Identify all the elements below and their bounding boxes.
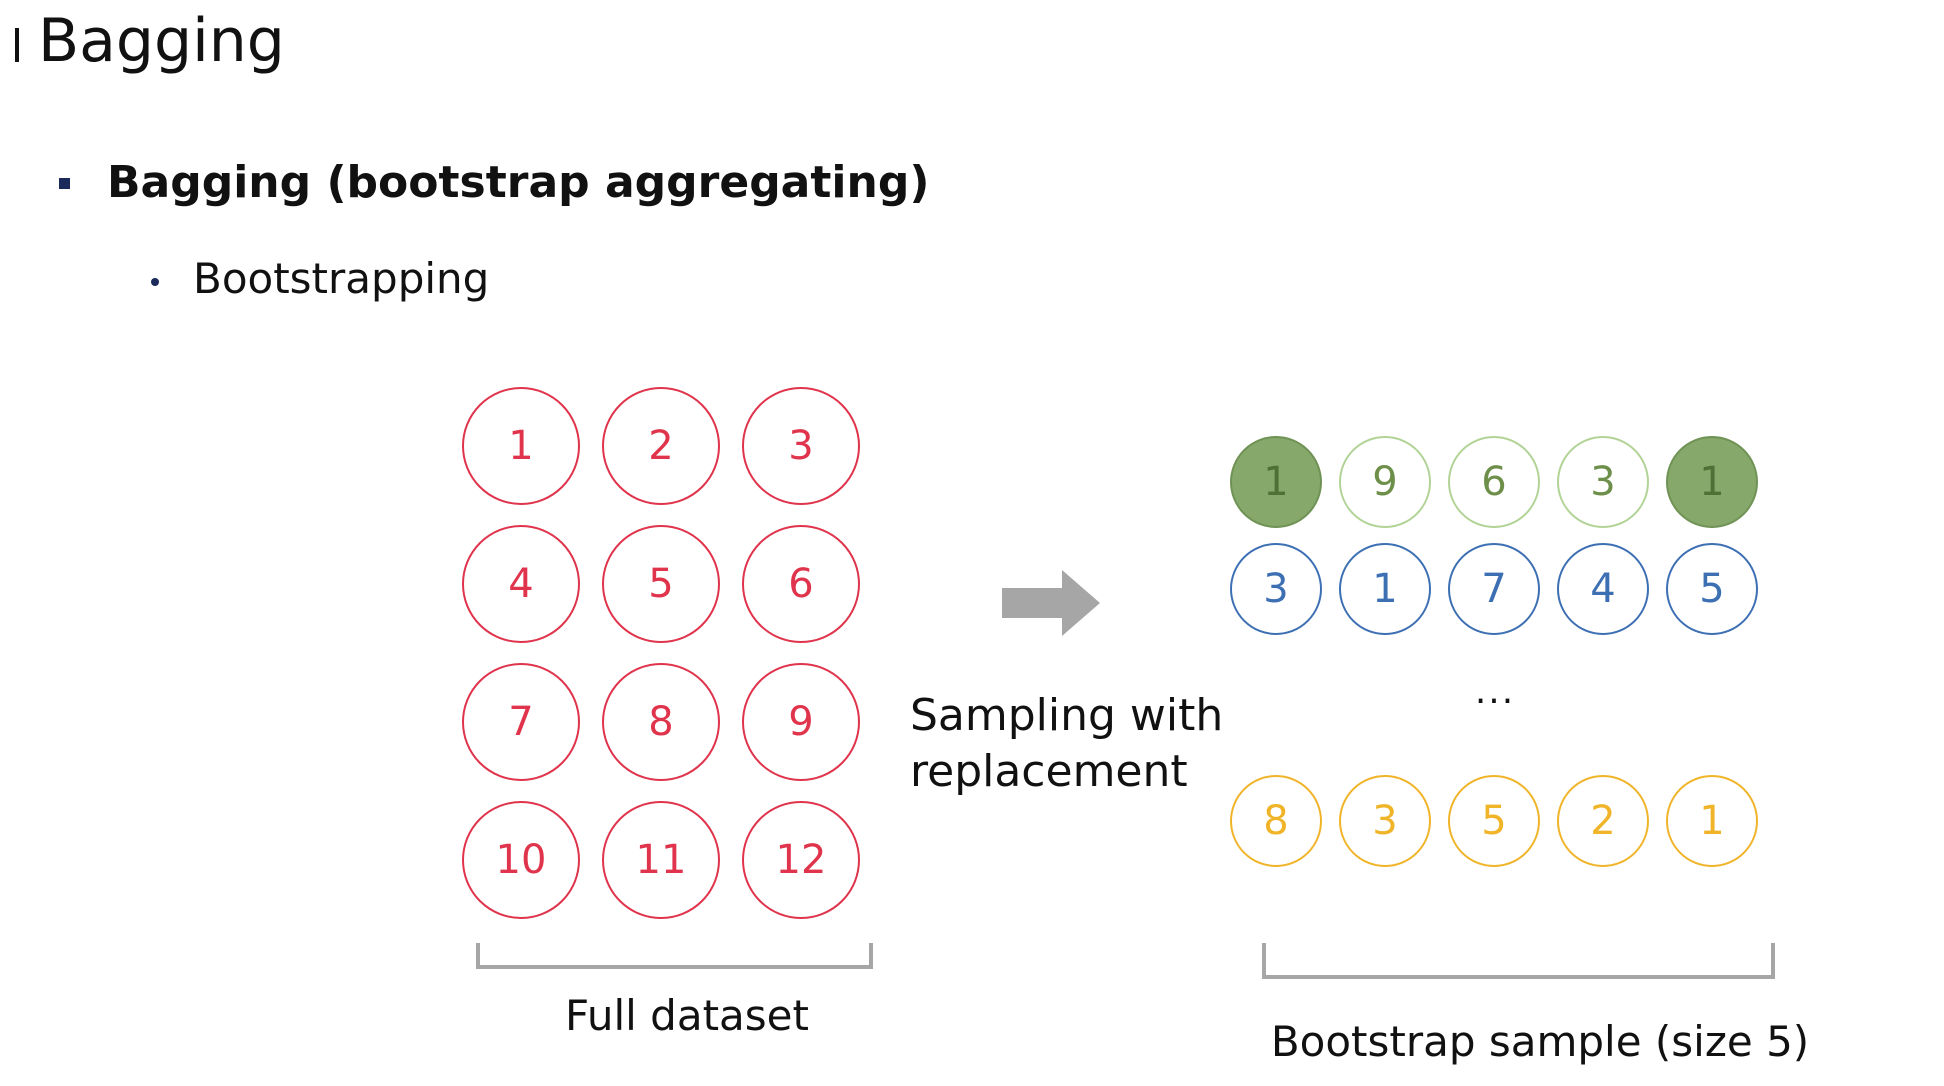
sample-item: 3	[1230, 543, 1322, 635]
sample-item: 9	[1339, 436, 1431, 528]
dataset-item: 11	[602, 801, 720, 919]
dot-bullet-icon	[151, 278, 159, 286]
full-dataset-label: Full dataset	[565, 991, 809, 1040]
sample-item: 5	[1666, 543, 1758, 635]
sample-item: 1	[1339, 543, 1431, 635]
bootstrap-sample-bracket	[1262, 943, 1775, 979]
dataset-item: 4	[462, 525, 580, 643]
dataset-item: 12	[742, 801, 860, 919]
dataset-item: 3	[742, 387, 860, 505]
sampling-label-line-1: Sampling with	[910, 690, 1224, 741]
sub-bullet-text: Bootstrapping	[193, 254, 490, 303]
bootstrap-sample-label: Bootstrap sample (size 5)	[1270, 1017, 1810, 1066]
sample-item: 1	[1666, 436, 1758, 528]
sample-item: 3	[1339, 775, 1431, 867]
sample-item: 7	[1448, 543, 1540, 635]
bullet-heading: Bagging (bootstrap aggregating)	[107, 157, 930, 208]
sample-item: 6	[1448, 436, 1540, 528]
dataset-item: 9	[742, 663, 860, 781]
page-title: Bagging	[38, 6, 285, 76]
dataset-item: 6	[742, 525, 860, 643]
title-marker	[15, 28, 19, 62]
sampling-label-line-2: replacement	[910, 746, 1188, 797]
sample-item: 3	[1557, 436, 1649, 528]
sample-item: 8	[1230, 775, 1322, 867]
sampling-label: Sampling with replacement	[910, 688, 1223, 800]
sample-item: 5	[1448, 775, 1540, 867]
sample-item: 1	[1230, 436, 1322, 528]
dataset-item: 8	[602, 663, 720, 781]
dataset-item: 7	[462, 663, 580, 781]
dataset-item: 5	[602, 525, 720, 643]
dataset-item: 1	[462, 387, 580, 505]
dataset-item: 2	[602, 387, 720, 505]
full-dataset-bracket	[476, 943, 873, 969]
right-arrow-icon	[1002, 570, 1100, 636]
sample-item: 4	[1557, 543, 1649, 635]
sample-item: 2	[1557, 775, 1649, 867]
square-bullet-icon	[59, 178, 70, 189]
sample-item: 1	[1666, 775, 1758, 867]
dataset-item: 10	[462, 801, 580, 919]
ellipsis: ...	[1474, 671, 1516, 712]
